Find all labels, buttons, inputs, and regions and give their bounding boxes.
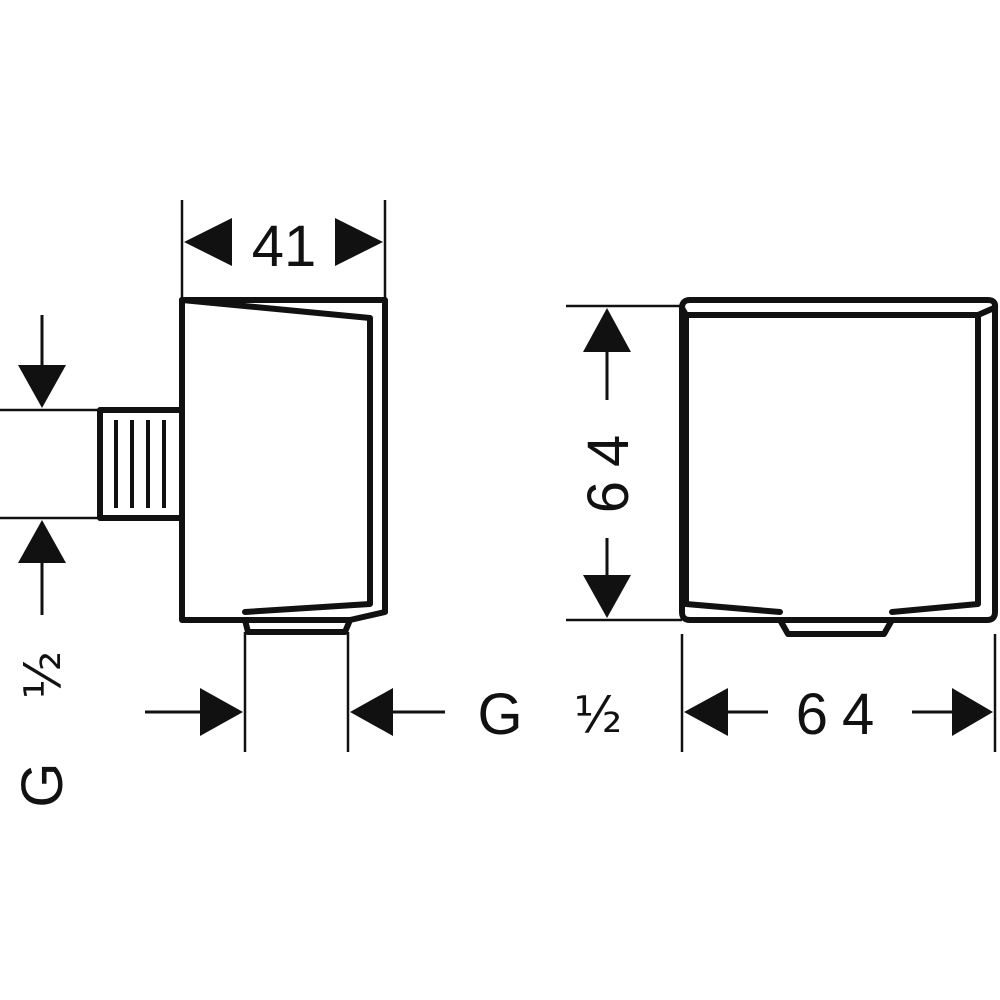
arrow-down-icon	[18, 365, 66, 408]
dimension-front-width: 64	[680, 634, 997, 752]
side-view	[97, 297, 388, 635]
side-view-outlet-nut	[242, 617, 353, 635]
thread-size: ½	[14, 651, 72, 699]
arrow-left-icon	[184, 218, 232, 266]
side-view-threaded-inlet	[97, 407, 185, 521]
front-view-bevel	[679, 305, 997, 615]
arrow-left-icon	[684, 688, 728, 736]
arrow-up-icon	[18, 520, 66, 563]
side-view-bevel	[179, 297, 373, 615]
dimension-label-height: 64	[576, 421, 641, 514]
dimension-front-height: 64	[566, 304, 682, 622]
front-view-body	[679, 297, 999, 623]
thread-letter: G	[477, 682, 522, 747]
arrow-left-icon	[350, 688, 393, 736]
dimension-label-41: 41	[252, 214, 317, 279]
arrow-right-icon	[335, 218, 383, 266]
dimension-side-inlet: G ½	[0, 315, 100, 808]
dimension-label-64-vertical: 64	[576, 421, 641, 514]
arrow-down-icon	[583, 575, 631, 618]
front-view-outlet-nut	[777, 617, 895, 637]
arrow-right-icon	[952, 688, 993, 736]
arrow-up-icon	[583, 308, 631, 352]
dimension-label-64-horizontal: 64	[796, 682, 889, 747]
dimension-bottom-outlet: G ½	[145, 632, 622, 752]
thread-size: ½	[574, 686, 622, 744]
dimension-side-width: 41	[180, 200, 387, 300]
thread-letter: G	[10, 762, 75, 807]
side-inlet-label: G ½	[10, 651, 75, 808]
front-view	[679, 297, 999, 637]
side-view-body	[179, 297, 388, 623]
arrow-right-icon	[200, 688, 243, 736]
